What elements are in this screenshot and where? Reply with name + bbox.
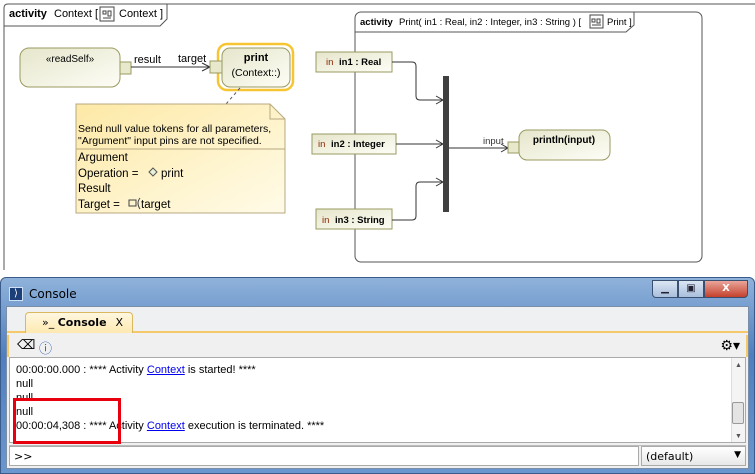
gear-icon[interactable]: ⚙▾: [720, 338, 740, 354]
note-line-2: "Argument" input pins are not specified.: [78, 135, 262, 147]
minimize-button[interactable]: ▁: [652, 280, 678, 298]
console-titlebar[interactable]: ⟩ Console ▁ ▣ X: [1, 278, 754, 306]
info-icon[interactable]: ⓘ: [39, 342, 53, 357]
note-argument: Argument: [78, 152, 129, 164]
command-input[interactable]: >>: [9, 446, 639, 466]
close-window-button[interactable]: X: [704, 280, 748, 298]
print-owner: (Context::): [231, 67, 280, 79]
tab-close-icon[interactable]: X: [115, 316, 123, 329]
console-window: ⟩ Console ▁ ▣ X »_ Console X ⌫ ⓘ ⚙▾ 00:0…: [0, 277, 755, 474]
input-pin-icon: [128, 197, 141, 210]
note-operation-value: print: [161, 168, 184, 180]
parameter-node-in1[interactable]: in in1 : Real: [315, 51, 393, 73]
tab-console[interactable]: »_ Console X: [25, 312, 133, 333]
vertical-scrollbar[interactable]: ▲▼: [731, 358, 745, 442]
activity-diagram-icon: [99, 6, 115, 22]
input-pin-label: input: [483, 136, 504, 147]
println-action[interactable]: println(input): [518, 129, 611, 161]
comment-note[interactable]: Send null value tokens for all parameter…: [75, 103, 286, 214]
println-label: println(input): [533, 135, 595, 146]
param-direction: in: [322, 215, 329, 226]
frame-name: Context [: [54, 8, 98, 20]
note-result: Result: [78, 183, 111, 195]
parameter-node-in3[interactable]: in in3 : String: [315, 208, 393, 230]
tab-label: Console: [57, 316, 107, 329]
highlight-box: [13, 398, 121, 444]
note-target: Target =: [78, 199, 120, 211]
param-label: in1 : Real: [339, 57, 381, 68]
join-bar[interactable]: [443, 76, 449, 212]
parameter-node-in2[interactable]: in in2 : Integer: [311, 133, 397, 155]
log-line: null: [16, 406, 34, 418]
diagram-canvas: activity Context [ Context ] «readSelf» …: [3, 3, 755, 270]
log-line: 00:00:04,308 : **** Activity Context exe…: [16, 420, 325, 432]
frame-kind: activity: [9, 8, 48, 20]
result-pin[interactable]: [119, 61, 132, 75]
console-output[interactable]: 00:00:00.000 : **** Activity Context is …: [9, 357, 746, 444]
scroll-thumb[interactable]: [732, 402, 744, 424]
scope-value: (default): [646, 450, 694, 463]
param-direction: in: [318, 139, 325, 150]
inner-frame-kind: activity: [360, 17, 393, 28]
console-tab-icon: »_: [42, 316, 58, 329]
frame-diagram: Context ]: [119, 8, 163, 20]
print-call-operation-action[interactable]: print (Context::): [221, 47, 291, 88]
object-flows[interactable]: [392, 61, 510, 221]
log-line: null: [16, 378, 34, 390]
param-label: in3 : String: [335, 215, 385, 226]
readself-action[interactable]: «readSelf»: [19, 47, 121, 88]
scope-dropdown[interactable]: (default) ▼: [641, 446, 746, 466]
operation-icon: [148, 167, 158, 177]
param-label: in2 : Integer: [331, 139, 385, 150]
target-pin[interactable]: [209, 60, 223, 74]
param-direction: in: [326, 57, 333, 68]
inner-frame-diagram: Print ]: [607, 17, 632, 28]
chevron-down-icon: ▼: [734, 450, 741, 460]
activity-diagram-icon: [589, 14, 604, 29]
context-link[interactable]: Context: [146, 420, 185, 432]
context-link[interactable]: Context: [146, 364, 185, 376]
eraser-clear-icon[interactable]: ⌫: [17, 338, 36, 353]
note-target-value: target: [141, 199, 171, 211]
input-pin[interactable]: [507, 141, 520, 154]
window-title: Console: [29, 287, 77, 301]
log-line: 00:00:00.000 : **** Activity Context is …: [16, 364, 256, 376]
outer-activity-frame[interactable]: activity Context [ Context ]: [3, 3, 755, 270]
maximize-button[interactable]: ▣: [678, 280, 704, 298]
readself-label: «readSelf»: [46, 54, 95, 65]
app-icon: ⟩: [9, 287, 23, 301]
inner-frame-signature: Print( in1 : Real, in2 : Integer, in3 : …: [399, 17, 582, 28]
print-label: print: [244, 52, 269, 64]
note-line-1: Send null value tokens for all parameter…: [78, 123, 271, 135]
result-pin-label: result: [134, 54, 161, 66]
note-operation: Operation =: [78, 168, 139, 180]
target-pin-label: target: [178, 53, 206, 65]
